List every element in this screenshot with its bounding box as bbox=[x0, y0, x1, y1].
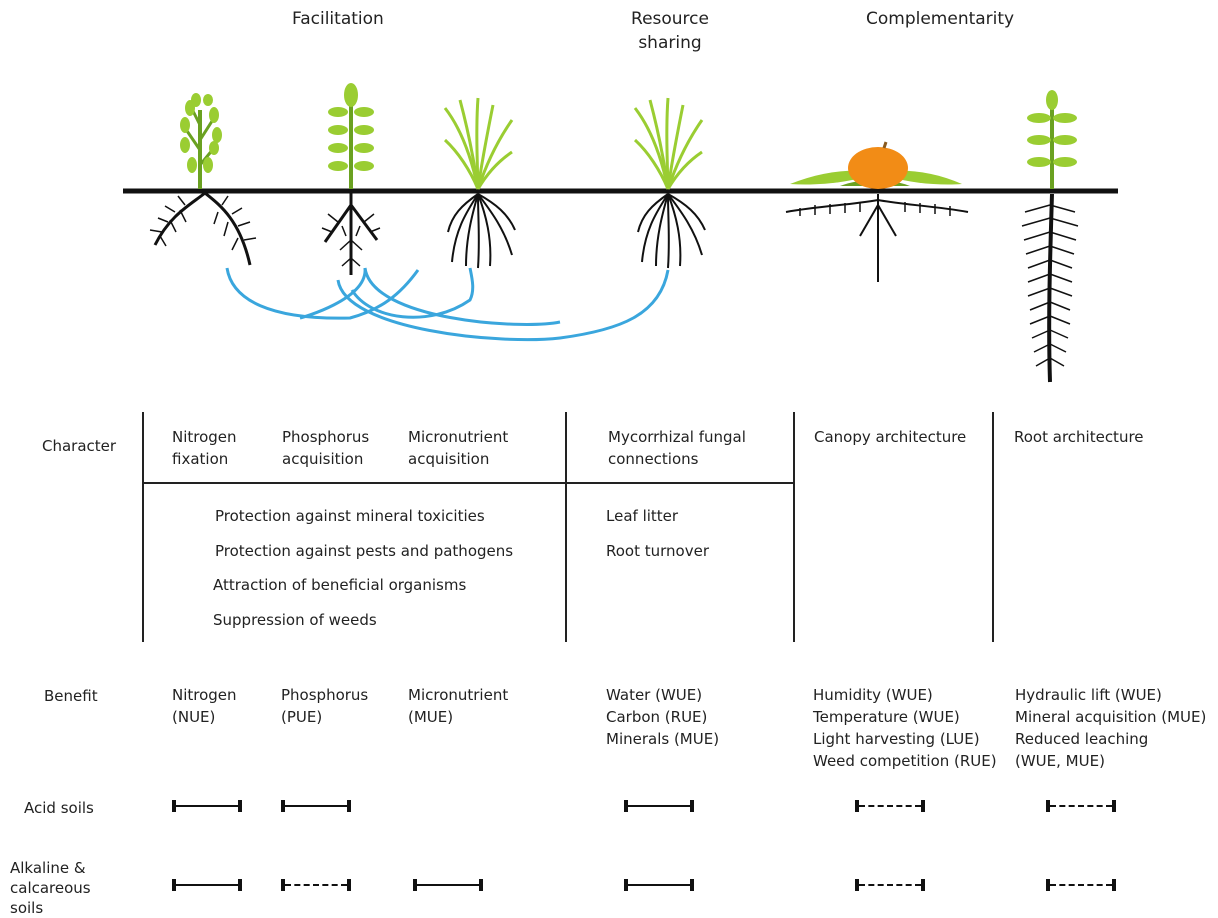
character-root: Root architecture bbox=[1014, 428, 1144, 446]
facilitation-item: Attraction of beneficial organisms bbox=[213, 576, 467, 594]
acid-soil-solid-bar bbox=[624, 800, 694, 812]
benefit-item: Carbon (RUE) bbox=[606, 708, 708, 726]
row-label-acid-soils: Acid soils bbox=[24, 799, 94, 817]
character-micronutrient: Micronutrient acquisition bbox=[408, 428, 509, 468]
facilitation-item: Protection against pests and pathogens bbox=[215, 542, 514, 560]
character-nitrogen: Nitrogen fixation bbox=[172, 428, 237, 468]
acid-soil-solid-bar bbox=[281, 800, 351, 812]
benefit-item: Water (WUE) bbox=[606, 686, 703, 704]
legume-plant-icon bbox=[149, 93, 257, 266]
benefit-phosphorus: Phosphorus (PUE) bbox=[281, 686, 369, 726]
header-resource-sharing: Resource sharing bbox=[631, 9, 709, 53]
acid-soil-dashed-bar bbox=[1046, 800, 1116, 812]
leafy-plant-icon bbox=[321, 83, 381, 275]
alkaline-soil-solid-bar bbox=[172, 879, 242, 891]
facilitation-item: Suppression of weeds bbox=[213, 611, 377, 629]
sharing-item: Leaf litter bbox=[606, 507, 679, 525]
sharing-item: Root turnover bbox=[606, 542, 710, 560]
benefit-canopy-list: Humidity (WUE) Temperature (WUE) Light h… bbox=[813, 684, 997, 772]
acid-soil-solid-bar bbox=[172, 800, 242, 812]
benefit-item: Hydraulic lift (WUE) bbox=[1015, 686, 1162, 704]
alkaline-soil-solid-bar bbox=[624, 879, 694, 891]
alkaline-soil-dashed-bar bbox=[855, 879, 925, 891]
benefit-item: (WUE, MUE) bbox=[1015, 752, 1105, 770]
character-canopy: Canopy architecture bbox=[814, 428, 967, 446]
header-facilitation: Facilitation bbox=[292, 9, 384, 29]
benefit-root-list: Hydraulic lift (WUE) Mineral acquisition… bbox=[1015, 684, 1206, 772]
alkaline-soil-dashed-bar bbox=[1046, 879, 1116, 891]
character-mycorrhizal: Mycorrhizal fungal connections bbox=[608, 428, 746, 468]
benefit-item: Temperature (WUE) bbox=[813, 708, 960, 726]
squash-plant-icon bbox=[785, 141, 969, 282]
table-frame bbox=[142, 412, 994, 642]
grass-plant-icon bbox=[443, 97, 516, 269]
alkaline-soil-dashed-bar bbox=[281, 879, 351, 891]
benefit-item: Humidity (WUE) bbox=[813, 686, 933, 704]
benefit-sharing-list: Water (WUE) Carbon (RUE) Minerals (MUE) bbox=[606, 684, 719, 750]
deep-root-plant-icon bbox=[1021, 90, 1079, 383]
benefit-nitrogen: Nitrogen (NUE) bbox=[172, 686, 237, 726]
grass-plant-icon bbox=[633, 97, 706, 269]
benefit-item: Mineral acquisition (MUE) bbox=[1015, 708, 1207, 726]
row-label-alkaline-soils: Alkaline & calcareous soils bbox=[10, 859, 91, 917]
diagram-illustration bbox=[123, 83, 1118, 642]
benefit-item: Reduced leaching bbox=[1015, 730, 1149, 748]
facilitation-item: Protection against mineral toxicities bbox=[215, 507, 485, 525]
benefit-item: Minerals (MUE) bbox=[606, 730, 720, 748]
character-phosphorus: Phosphorus acquisition bbox=[282, 428, 370, 468]
header-complementarity: Complementarity bbox=[866, 9, 1015, 29]
benefit-micronutrient: Micronutrient (MUE) bbox=[408, 686, 509, 726]
row-label-character: Character bbox=[42, 437, 117, 455]
alkaline-soil-solid-bar bbox=[413, 879, 483, 891]
mycorrhizal-connections bbox=[225, 267, 670, 342]
acid-soil-dashed-bar bbox=[855, 800, 925, 812]
benefit-item: Light harvesting (LUE) bbox=[813, 730, 980, 748]
benefit-item: Weed competition (RUE) bbox=[813, 752, 997, 770]
row-label-benefit: Benefit bbox=[44, 687, 98, 705]
